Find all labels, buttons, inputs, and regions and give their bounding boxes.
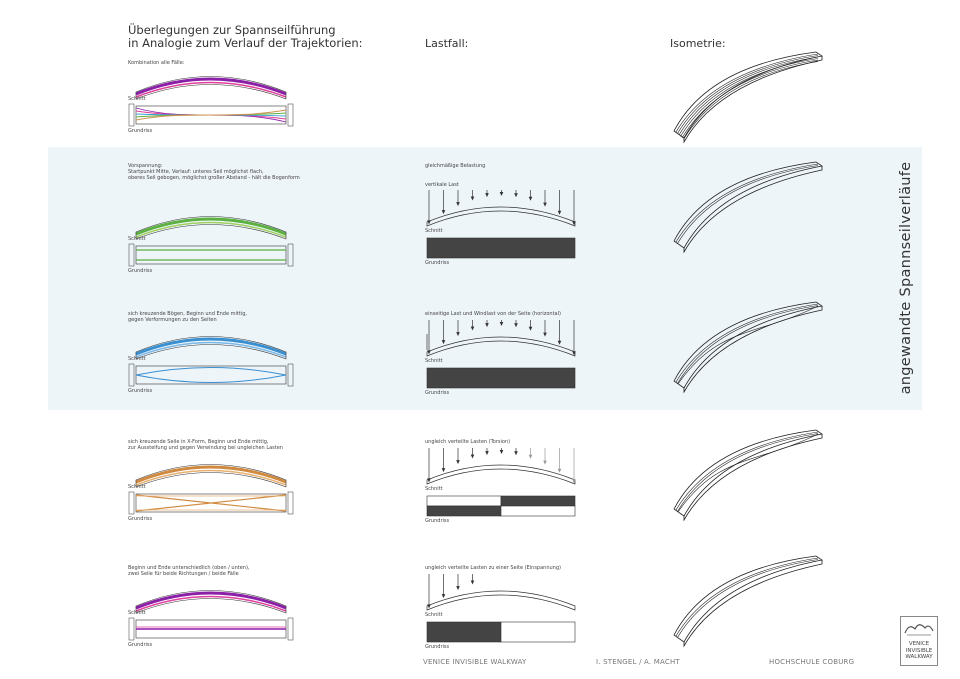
case-description: Kombination alle Fälle: (128, 60, 185, 66)
cable-diagram (128, 464, 294, 515)
load-description: ungleich verteilte Lasten zu einer Seite… (425, 565, 561, 571)
isometric-view (673, 555, 824, 648)
load-description: gleichmäßige Belastung (425, 163, 486, 169)
footer-authors: I. STENGEL / A. MACHT (596, 658, 680, 666)
grundriss-label: Grundriss (128, 516, 153, 522)
cable-diagram (128, 216, 294, 267)
grundriss-label: Grundriss (425, 518, 450, 524)
grundriss-label: Grundriss (128, 642, 153, 648)
isometric-view (673, 301, 824, 394)
page-title: Überlegungen zur Spannseilführung in Ana… (128, 24, 363, 50)
cable-diagram (128, 336, 294, 387)
load-diagram (426, 190, 576, 259)
arch-section (135, 337, 287, 356)
schnitt-label: Schnitt (128, 96, 146, 102)
schnitt-label: Schnitt (425, 612, 443, 618)
load-subtitle: vertikale Last (425, 182, 459, 188)
load-diagram (426, 574, 576, 643)
lastfall-heading: Lastfall: (425, 37, 469, 50)
cable-diagram (128, 76, 294, 127)
load-diagram (426, 320, 576, 389)
arch-section (135, 217, 287, 236)
case-description: Vorspannung: Startpunkt Mitte, Verlauf: … (128, 163, 300, 181)
schnitt-label: Schnitt (128, 610, 146, 616)
schnitt-label: Schnitt (128, 236, 146, 242)
schnitt-label: Schnitt (425, 358, 443, 364)
schnitt-label: Schnitt (128, 484, 146, 490)
arch-section (135, 77, 287, 96)
schnitt-label: Schnitt (128, 356, 146, 362)
arch-section (135, 465, 287, 484)
grundriss-label: Grundriss (425, 390, 450, 396)
load-description: einseitige Last und Windlast von der Sei… (425, 311, 561, 317)
isometric-view (673, 51, 824, 144)
isometrie-heading: Isometrie: (670, 37, 726, 50)
case-description: sich kreuzende Seile in X-Form, Beginn u… (128, 439, 283, 451)
arch-section (135, 591, 287, 610)
logo-graphic (904, 624, 934, 636)
cable-diagram (128, 590, 294, 641)
title-line-2: in Analogie zum Verlauf der Trajektorien… (128, 36, 363, 50)
load-diagram (426, 448, 576, 517)
grundriss-label: Grundriss (425, 260, 450, 266)
grundriss-label: Grundriss (128, 128, 153, 134)
grundriss-label: Grundriss (128, 388, 153, 394)
grundriss-label: Grundriss (425, 644, 450, 650)
case-description: Beginn und Ende unterschiedlich (oben / … (128, 565, 250, 577)
logo-line-1: VENICE (908, 641, 930, 647)
grundriss-label: Grundriss (128, 268, 153, 274)
title-line-1: Überlegungen zur Spannseilführung (128, 23, 336, 37)
footer-school: HOCHSCHULE COBURG (769, 658, 855, 666)
logo-line-2: INVISIBLE (905, 647, 933, 654)
schnitt-label: Schnitt (425, 486, 443, 492)
isometric-view (673, 429, 824, 522)
schnitt-label: Schnitt (425, 228, 443, 234)
load-description: ungleich verteilte Lasten (Torsion) (425, 439, 511, 445)
logo: VENICE INVISIBLE WALKWAY (900, 616, 938, 666)
footer-project: VENICE INVISIBLE WALKWAY (423, 658, 527, 666)
case-description: sich kreuzende Bögen, Beginn und Ende mi… (128, 311, 247, 323)
logo-line-3: WALKWAY (905, 654, 933, 660)
side-title: angewandte Spannseilverläufe (898, 161, 914, 395)
isometric-view (673, 161, 824, 254)
